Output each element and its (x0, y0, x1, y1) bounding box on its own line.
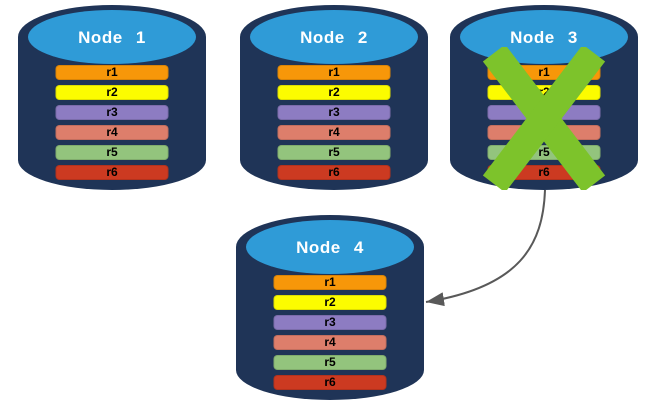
replica-bar-r2: r2 (487, 85, 601, 100)
node-1-cylinder: Node 1 r1 r2 r3 r4 r5 r6 (18, 5, 206, 190)
replica-bar-r2: r2 (277, 85, 391, 100)
replica-bar-r1: r1 (273, 275, 387, 290)
replica-bar-r5: r5 (55, 145, 169, 160)
replica-bar-r6: r6 (55, 165, 169, 180)
node-2-cylinder: Node 2 r1 r2 r3 r4 r5 r6 (240, 5, 428, 190)
node-title: Node 4 (296, 238, 364, 257)
node-title: Node 3 (510, 28, 578, 47)
cylinder-top-face: Node 3 (460, 10, 628, 64)
replica-bar-r4: r4 (273, 335, 387, 350)
replica-bar-r3: r3 (273, 315, 387, 330)
replica-bar-r5: r5 (487, 145, 601, 160)
node-3-cylinder: Node 3 r1 r2 r3 r4 r5 r6 (450, 5, 638, 190)
replica-bar-r3: r3 (487, 105, 601, 120)
node-4-cylinder: Node 4 r1 r2 r3 r4 r5 r6 (236, 215, 424, 400)
replica-bar-r3: r3 (55, 105, 169, 120)
replica-bar-r1: r1 (277, 65, 391, 80)
replica-stack: r1 r2 r3 r4 r5 r6 (487, 65, 601, 180)
node-title: Node 1 (78, 28, 146, 47)
cylinder-top-face: Node 1 (28, 10, 196, 64)
replica-stack: r1 r2 r3 r4 r5 r6 (277, 65, 391, 180)
replica-stack: r1 r2 r3 r4 r5 r6 (55, 65, 169, 180)
cylinder-top-face: Node 4 (246, 220, 414, 274)
replica-bar-r6: r6 (277, 165, 391, 180)
replica-bar-r4: r4 (277, 125, 391, 140)
replica-bar-r5: r5 (273, 355, 387, 370)
replica-bar-r6: r6 (273, 375, 387, 390)
replica-bar-r4: r4 (55, 125, 169, 140)
replica-bar-r1: r1 (487, 65, 601, 80)
node-title: Node 2 (300, 28, 368, 47)
cylinder-top-face: Node 2 (250, 10, 418, 64)
replica-bar-r6: r6 (487, 165, 601, 180)
replica-bar-r4: r4 (487, 125, 601, 140)
replica-bar-r1: r1 (55, 65, 169, 80)
replica-stack: r1 r2 r3 r4 r5 r6 (273, 275, 387, 390)
replica-bar-r2: r2 (55, 85, 169, 100)
replica-bar-r5: r5 (277, 145, 391, 160)
replica-bar-r2: r2 (273, 295, 387, 310)
replica-bar-r3: r3 (277, 105, 391, 120)
